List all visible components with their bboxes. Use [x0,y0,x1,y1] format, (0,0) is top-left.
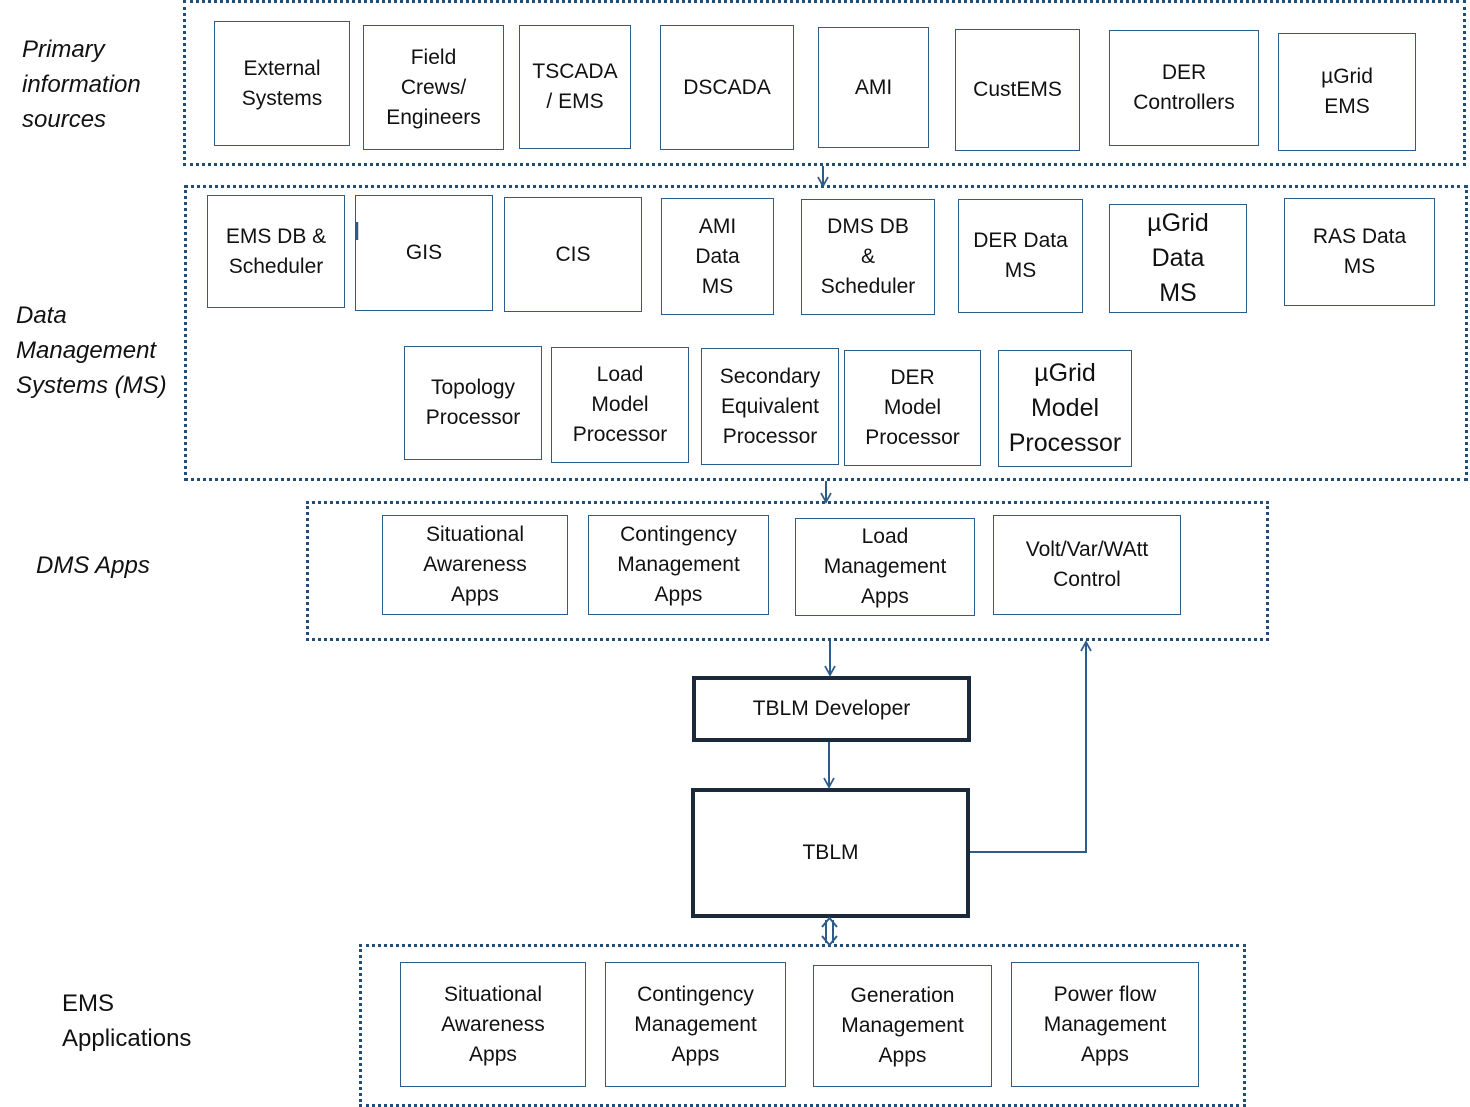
ems-app-generation-management: Generation Management Apps [813,965,992,1087]
source-dscada: DSCADA [660,25,794,150]
dms-dms-db-scheduler: DMS DB & Scheduler [801,199,935,315]
primary-sources-group [183,0,1466,166]
dms-app-situational-awareness: Situational Awareness Apps [382,515,568,615]
tblm-box: TBLM [691,788,970,918]
dms-app-load-management: Load Management Apps [795,518,975,616]
ems-app-situational-awareness: Situational Awareness Apps [400,962,586,1087]
dms-ugrid-model-processor: µGrid Model Processor [998,350,1132,467]
dms-der-model-processor: DER Model Processor [844,350,981,466]
source-tscada-ems: TSCADA / EMS [519,25,631,149]
dms-cis: CIS [504,197,642,312]
label-data-management-systems: Data Management Systems (MS) [16,302,167,399]
dms-gis: GIS [355,195,493,311]
dms-app-contingency-management: Contingency Management Apps [588,515,769,615]
dms-secondary-equivalent-processor: Secondary Equivalent Processor [701,348,839,465]
source-der-controllers: DER Controllers [1109,30,1259,146]
arrow-tblm-ems-bidirectional [821,916,838,947]
source-external-systems: External Systems [214,21,350,146]
arrow-tblm-to-volt-var-control [970,640,1092,853]
dms-ems-db-scheduler: EMS DB & Scheduler [207,195,345,308]
tblm-developer-box: TBLM Developer [692,676,971,742]
ems-app-contingency-management: Contingency Management Apps [605,962,786,1087]
dms-topology-processor: Topology Processor [404,346,542,460]
dms-ami-data-ms: AMI Data MS [661,198,774,315]
ems-apps-group [359,944,1246,1107]
dms-app-volt-var-watt-control: Volt/Var/WAtt Control [993,515,1181,615]
label-ems-applications: EMS Applications [62,990,192,1052]
source-field-crews: Field Crews/ Engineers [363,25,504,150]
dms-der-data-ms: DER Data MS [958,199,1083,313]
dms-ras-data-ms: RAS Data MS [1284,198,1435,306]
label-primary-information-sources: Primary information sources [22,36,141,133]
dms-load-model-processor: Load Model Processor [551,347,689,463]
label-dms-apps: DMS Apps [36,552,150,579]
dms-ugrid-data-ms: µGrid Data MS [1109,204,1247,313]
source-custems: CustEMS [955,29,1080,151]
ems-app-power-flow-management: Power flow Management Apps [1011,962,1199,1087]
source-ami: AMI [818,27,929,148]
dms-apps-group [306,501,1269,641]
source-ugrid-ems: µGrid EMS [1278,33,1416,151]
